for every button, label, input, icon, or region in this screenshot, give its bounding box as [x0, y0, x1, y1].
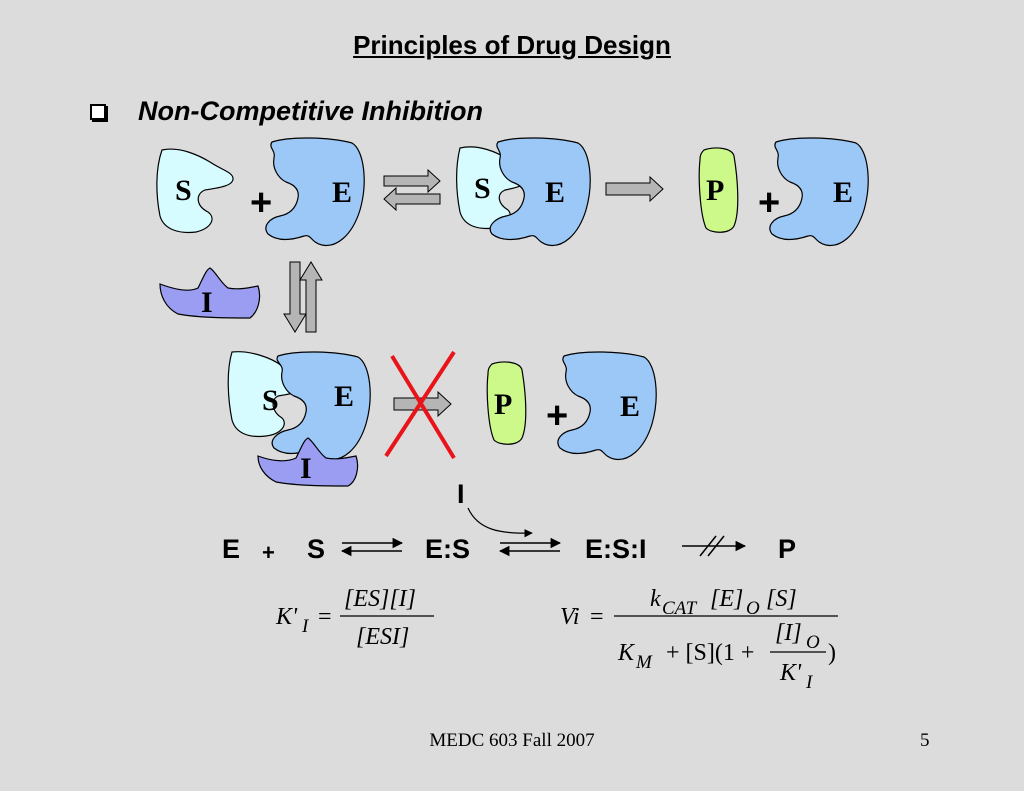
- vi-den-close: ): [828, 640, 836, 666]
- esi-substrate-label: S: [262, 384, 279, 417]
- vi-formula: Vi = k CAT [E] O [S] K M + [S](1 + [I] O…: [560, 586, 838, 693]
- equation-esi-complex: E:S:I: [585, 534, 647, 564]
- vi-den-middle: + [S](1 +: [666, 640, 754, 666]
- vi-den-k-subscript: M: [635, 652, 653, 673]
- enzyme-shape: E: [557, 351, 657, 461]
- equilibrium-arrow-1: [340, 537, 404, 557]
- vi-lhs: Vi: [560, 604, 580, 630]
- enzyme-label: E: [833, 176, 853, 209]
- ki-formula: K' I = [ES][I] [ESI]: [275, 586, 434, 650]
- enzyme-label: E: [620, 390, 640, 423]
- enzyme-label: E: [332, 176, 352, 209]
- equation-inhibitor: I: [457, 479, 465, 509]
- plus-sign: +: [758, 182, 780, 224]
- vi-den-k: K: [617, 640, 636, 666]
- vi-num-k-subscript: CAT: [662, 598, 698, 619]
- equation-substrate: S: [307, 534, 325, 564]
- equation-product: P: [778, 534, 796, 564]
- vi-num-s: [S]: [766, 586, 797, 612]
- product-shape: P: [486, 361, 527, 445]
- equation-enzyme: E: [222, 534, 240, 564]
- ki-numerator: [ES][I]: [344, 586, 416, 612]
- vi-num-k: k: [650, 586, 661, 612]
- page-number: 5: [920, 730, 930, 751]
- ki-lhs-subscript: I: [301, 616, 310, 637]
- enzyme-shape: E: [265, 137, 365, 247]
- substrate-label: S: [175, 174, 192, 207]
- substrate-shape: S: [156, 148, 234, 234]
- plus-sign: +: [546, 395, 568, 437]
- equilibrium-arrow-2: [498, 537, 562, 557]
- product-label: P: [494, 388, 512, 421]
- ki-lhs: K': [275, 604, 298, 630]
- ki-equals: =: [318, 604, 332, 630]
- equation-es-complex: E:S: [425, 534, 470, 564]
- esi-inhibitor-label: I: [300, 452, 312, 485]
- complex-enzyme-label: E: [545, 176, 565, 209]
- vi-inner-numerator-subscript: O: [806, 632, 820, 653]
- vertical-equilibrium-arrows: [283, 261, 323, 333]
- inhibitor-binding-arrow: [467, 507, 533, 538]
- plus-sign: +: [250, 182, 272, 224]
- enzyme-shape: E: [769, 137, 869, 247]
- equation-plus: +: [262, 540, 275, 565]
- inhibitor-label: I: [201, 286, 213, 319]
- no-reaction-arrow: [682, 535, 747, 557]
- enzyme-substrate-complex: S E: [456, 137, 591, 247]
- ki-denominator: [ESI]: [356, 624, 409, 650]
- vi-equals: =: [590, 604, 604, 630]
- bullet-heading: Non-Competitive Inhibition: [138, 96, 483, 126]
- vi-inner-denominator-subscript: I: [805, 672, 814, 693]
- blocked-cross-icon: [384, 350, 456, 460]
- enzyme-substrate-inhibitor-complex: S E I: [227, 351, 371, 487]
- complex-substrate-label: S: [474, 172, 491, 205]
- equilibrium-arrows: [383, 168, 441, 212]
- checkbox-bullet-icon: [90, 104, 106, 120]
- vi-num-e-subscript: O: [746, 598, 760, 619]
- vi-num-e: [E]: [710, 586, 743, 612]
- vi-inner-numerator: [I]: [775, 620, 802, 646]
- product-shape: P: [698, 147, 739, 233]
- product-label: P: [706, 174, 724, 207]
- footer-text: MEDC 603 Fall 2007: [429, 730, 595, 751]
- inhibitor-shape: I: [159, 267, 261, 319]
- vi-inner-denominator: K': [779, 660, 802, 686]
- esi-enzyme-label: E: [334, 380, 354, 413]
- forward-arrow: [605, 175, 664, 203]
- slide-title: Principles of Drug Design: [353, 30, 671, 60]
